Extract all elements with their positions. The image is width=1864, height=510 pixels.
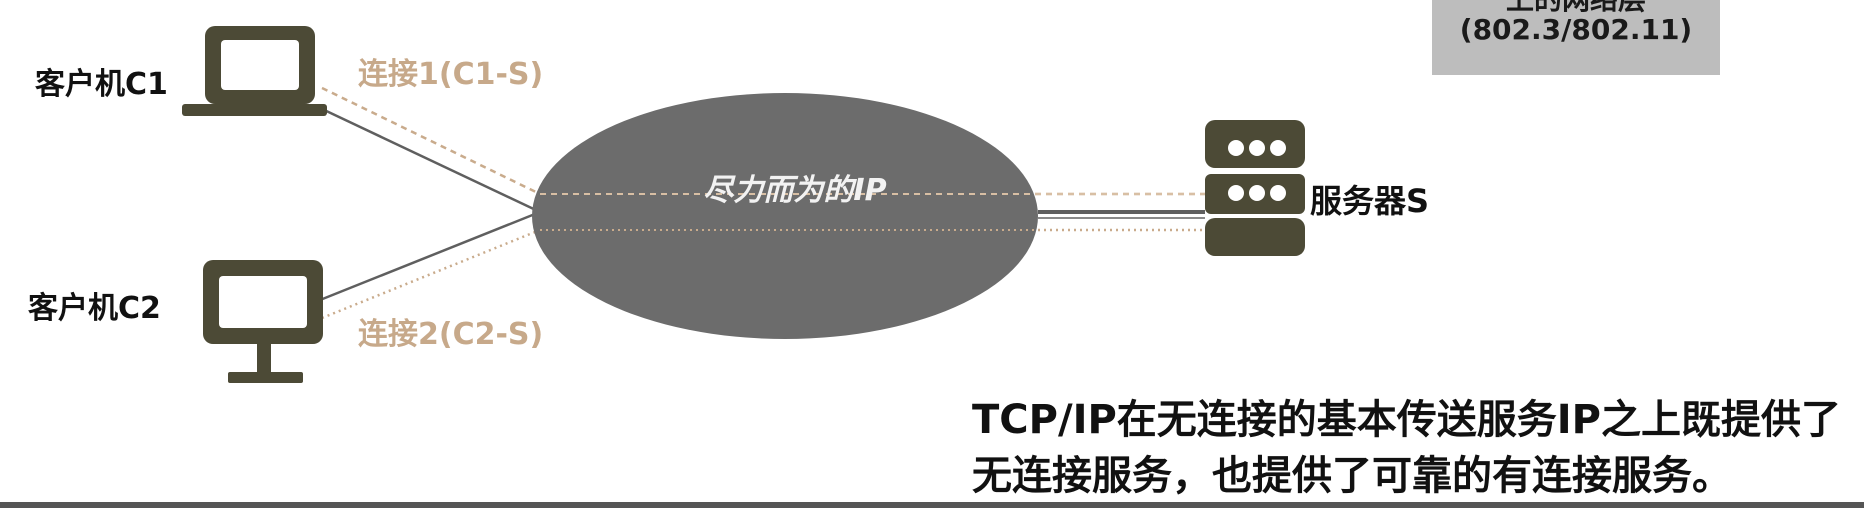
caption-line-2: 无连接服务，也提供了可靠的有连接服务。 [972,453,1732,499]
protocol-box-line2: (802.3/802.11) [1459,13,1693,46]
caption-line-1: TCP/IP在无连接的基本传送服务IP之上既提供了 [972,397,1841,443]
network-cloud-label: 尽力而为的IP [703,173,886,208]
connection-2-label: 连接2(C2-S) [358,317,543,352]
bottom-divider [0,502,1864,508]
connection-1-label: 连接1(C1-S) [358,57,543,92]
client-links [319,106,541,302]
client2-label: 客户机C2 [28,291,161,326]
server-icon [1205,120,1305,256]
server-label: 服务器S [1310,182,1429,220]
laptop-icon [182,26,327,116]
desktop-icon [203,260,323,383]
ip-network-cloud [532,93,1038,339]
client1-label: 客户机C1 [35,67,168,102]
protocol-box: 上的网络层 (802.3/802.11) [1432,0,1720,75]
protocol-box-line1: 上的网络层 [1432,0,1720,14]
